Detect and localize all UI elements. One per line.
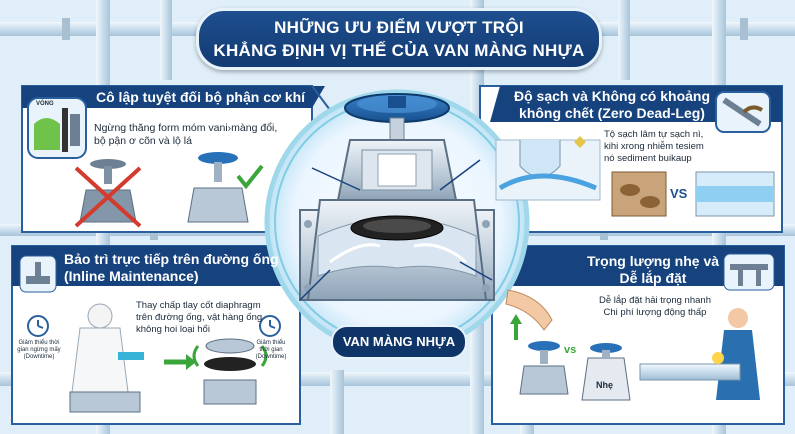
panel-isolation-desc-2: bộ pận ơ cõn và lộ lá: [94, 135, 192, 147]
timer-right-icon: [259, 315, 281, 337]
panel-isolation-title: Cô lập tuyệt đối bộ phận cơ khí: [96, 89, 306, 105]
panel-weight-desc-1: Dễ lắp đặt hải trọng nhanh: [599, 295, 711, 306]
center-valve-label: VAN MÀNG NHỰA: [331, 325, 467, 359]
crossed-valve-icon: [74, 159, 142, 228]
panel-clean-title-1: Độ sạch và Không có khoảng: [513, 88, 711, 104]
timer-right-label: Giảm thiểu thời gian (Downtime): [255, 340, 287, 360]
panel-clean-title-2: không chết (Zero Dead-Leg): [519, 105, 705, 121]
panel-weight-title-1: Trọng lượng nhẹ và: [586, 253, 720, 269]
dirty-pipe-icon: [611, 171, 667, 217]
panel-maintenance-title-1: Bảo trì trực tiếp trên đường ống: [64, 251, 279, 267]
isolation-icon-label: VÒNG: [36, 101, 54, 107]
panel-weight-vs: vs: [564, 344, 577, 356]
clean-pipe-icon: [695, 171, 775, 217]
panel-maintenance-desc-3: không hoi loại hổi: [136, 324, 210, 335]
panel-maintenance-desc-1: Thay chấp tlay cốt diaphragm: [136, 300, 261, 311]
timer-left-icon: [27, 315, 49, 337]
title-line2: KHẲNG ĐỊNH VỊ THẾ CỦA VAN MÀNG NHỰA: [213, 41, 585, 60]
panel-weight-title-2: Dễ lắp đặt: [619, 270, 687, 286]
zero-deadleg-diagram: [495, 136, 601, 201]
isolation-icon: [27, 97, 87, 159]
maintenance-valve-icon: [19, 255, 57, 293]
technician-icon: [69, 303, 144, 413]
title-banner: NHỮNG ƯU ĐIỂM VƯỢT TRỘI KHẲNG ĐỊNH VỊ TH…: [196, 8, 602, 70]
connector-lines: [299, 159, 493, 301]
light-valve-icon: [519, 341, 569, 395]
timer-left-label: Giảm thiểu thời gian ngừng mấy (Downtime…: [17, 340, 61, 360]
panel-isolation-desc-1: Ngừng thăng form móm vani›màng đổi,: [94, 122, 278, 134]
welder-icon: [639, 308, 760, 400]
hand-lift-icon: [505, 289, 553, 340]
panel-clean-desc-3: nó sediment buikaup: [604, 153, 692, 164]
replace-arrow-icon: [164, 354, 196, 370]
title-line1: NHỮNG ƯU ĐIỂM VƯỢT TRỘI: [274, 18, 524, 37]
center-valve-illustration: [299, 93, 495, 301]
panel-clean-vs: VS: [670, 186, 688, 201]
panel-weight-desc-2: Chi phí lượng động thấp: [603, 307, 707, 318]
exploded-valve-icon: [192, 338, 268, 405]
pipe-support-icon: [723, 253, 775, 291]
panel-clean-desc-2: kihi xrong nhiễm tesiem: [604, 141, 704, 152]
panel-maintenance-title-2: (Inline Maintenance): [64, 268, 199, 284]
panel-clean-desc-1: Tộ sạch lâm tự sạch nì,: [604, 129, 704, 140]
scale-icon: [581, 343, 631, 401]
sparkle-pipe-icon: [715, 91, 771, 133]
panel-maintenance-desc-2: trên đường ống, vật hàng ống: [136, 312, 263, 323]
check-icon: [236, 164, 264, 190]
good-valve-icon: [187, 152, 249, 223]
scale-label: Nhẹ: [596, 380, 614, 390]
